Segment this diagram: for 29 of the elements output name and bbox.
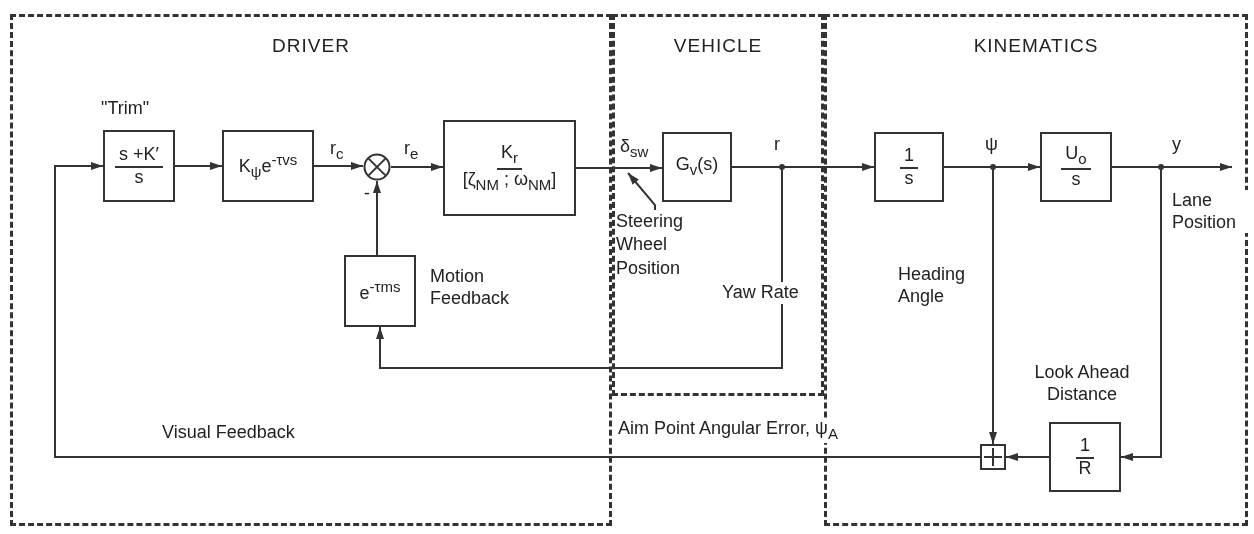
group-title: DRIVER bbox=[271, 35, 351, 57]
transfer-function-block: 1 R bbox=[1049, 422, 1121, 492]
block-caption: Look Ahead Distance bbox=[1033, 362, 1131, 406]
signal-arrow bbox=[373, 180, 381, 256]
transfer-function-block: s +K′ s bbox=[103, 130, 175, 202]
signal-arrow bbox=[1111, 166, 1162, 461]
transfer-function-block: U$_{o}$ s bbox=[1040, 132, 1112, 202]
summing-junction bbox=[363, 153, 391, 181]
block-caption: Motion Feedback bbox=[430, 266, 511, 310]
block-caption: "Trim" bbox=[101, 98, 150, 120]
transfer-function-block: K$_{ψ}$e$^{-τvs}$ bbox=[222, 130, 314, 202]
signal-label: δ$_{sw}$ bbox=[618, 136, 651, 160]
leader-line bbox=[627, 172, 656, 211]
group-title: KINEMATICS bbox=[972, 35, 1100, 57]
signal-arrow bbox=[376, 166, 783, 369]
transfer-function-block: 1 s bbox=[874, 132, 944, 202]
signal-arrow bbox=[174, 162, 223, 170]
transfer-function-block: G$_{v}$(s) bbox=[662, 132, 732, 202]
signal-arrow bbox=[54, 162, 981, 458]
transfer-function-block: K$_{r}$ [ζ$_{NM}$ ; ω$_{NM}$] bbox=[443, 120, 576, 216]
signal-arrow bbox=[943, 166, 997, 445]
group-title: VEHICLE bbox=[672, 35, 764, 57]
signal-arrow bbox=[390, 163, 444, 171]
summing-junction bbox=[980, 444, 1006, 470]
signal-arrow bbox=[575, 164, 663, 172]
annotation-text: Steering Wheel Position bbox=[616, 210, 706, 282]
transfer-function-block: e$^{-τms}$ bbox=[344, 255, 416, 327]
signal-arrow bbox=[1005, 453, 1050, 461]
signal-arrow bbox=[313, 162, 364, 170]
